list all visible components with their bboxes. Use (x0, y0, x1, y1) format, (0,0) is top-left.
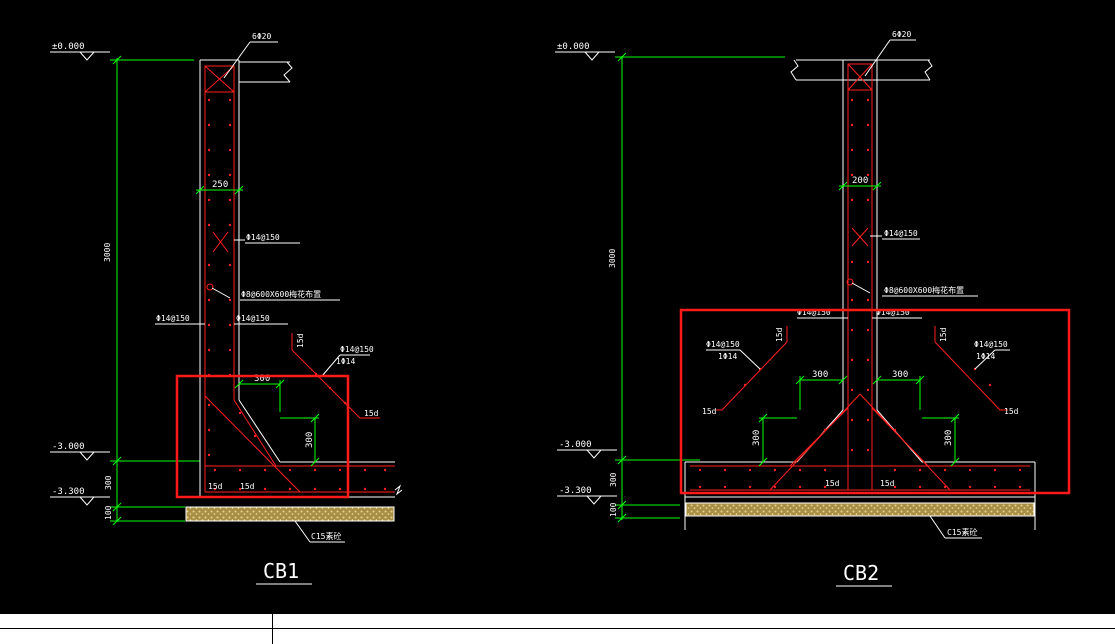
cb1-anchor-d: 15d (240, 482, 255, 491)
cb2-concrete-bed (685, 502, 1035, 517)
cb2-anchor-ll: 15d (702, 407, 717, 416)
cb1-dim-haunch (234, 379, 320, 467)
cb2-bar-slope-r: Φ14@150 (974, 340, 1008, 349)
cb1-bar-slope2: 1Φ14 (336, 357, 355, 366)
cb2-anchor-bl: 15d (825, 479, 840, 488)
cb1-dim-width (195, 185, 244, 195)
cb1-bar-tie: Φ8@600X600梅花布置 (241, 289, 321, 299)
cb2-bed-label: C15素砼 (947, 527, 977, 537)
cb2-dim-300: 300 (609, 472, 618, 487)
cb1-dim-300: 300 (104, 475, 113, 490)
cb1-dim-height: 3000 (103, 243, 112, 262)
cb2-bar-slope-r2: 1Φ14 (976, 352, 995, 361)
cb2-haunch-hr: 300 (944, 430, 954, 446)
cb1-anchor-a: 15d (296, 333, 305, 348)
cb2-highlight-box (679, 308, 1071, 495)
cb2-dim-vertical (615, 52, 785, 523)
cb2-anchor-l: 15d (775, 327, 784, 342)
status-bar (0, 614, 1115, 644)
cb1-rebar (204, 65, 395, 493)
cb1-bed-leader (294, 520, 345, 543)
cb2-width-label: 200 (852, 176, 868, 186)
cb1-bar-vert: Φ14@150 (246, 233, 280, 242)
cb2-elev-mid-label: -3.000 (559, 440, 592, 450)
cb2-dim-width (838, 181, 882, 191)
cb2-bed-leader (929, 515, 982, 539)
cb1-title: CB1 (263, 559, 299, 583)
cb1-bar-top: 6Φ20 (252, 32, 271, 41)
cb2-elevation-bot (557, 495, 617, 505)
cb2-haunch-wl: 300 (812, 370, 828, 380)
cb2-bar-slope-l2: 1Φ14 (718, 352, 737, 361)
cb1-haunch-h: 300 (305, 432, 315, 448)
cb2-bar-slope-l: Φ14@150 (706, 340, 740, 349)
cb2-anchor-r: 15d (939, 327, 948, 342)
cb2-anchor-rr: 15d (1004, 407, 1019, 416)
cb2-bar-tie: Φ8@600X600梅花布置 (884, 285, 964, 295)
cb1-highlight-box (175, 374, 350, 499)
cb2-dim-height: 3000 (608, 249, 617, 268)
cb1-rebar-dots (207, 98, 387, 491)
status-bar-separator (272, 614, 273, 644)
cb2-section: ±0.000 -3.000 -3.300 3000 300 100 (555, 30, 1071, 587)
cb1-section: ±0.000 -3.000 -3.300 3000 300 100 (50, 32, 403, 585)
cb1-bed-label: C15素砼 (311, 531, 341, 541)
cb2-anchor-br: 15d (880, 479, 895, 488)
cb2-dim-100: 100 (609, 502, 618, 517)
cb1-bar-slope: Φ14@150 (340, 345, 374, 354)
cb1-elev-mid-label: -3.000 (52, 442, 85, 452)
cb2-elevation-top (555, 51, 615, 61)
status-bar-divider (0, 628, 1115, 629)
cad-drawing-canvas[interactable]: ±0.000 -3.000 -3.300 3000 300 100 (0, 0, 1115, 614)
cb2-haunch-hl: 300 (752, 430, 762, 446)
cb2-elev-bot-label: -3.300 (559, 486, 592, 496)
cb2-rebar-dots (698, 98, 1022, 489)
cb1-dim-100: 100 (104, 505, 113, 520)
cb1-bar-left: Φ14@150 (156, 314, 190, 323)
cb2-rebar (690, 63, 1030, 491)
cb2-bar-right: Φ14@150 (876, 308, 910, 317)
cb1-width-label: 250 (212, 180, 228, 190)
cb1-haunch-w: 300 (254, 374, 270, 384)
cb2-bar-top: 6Φ20 (892, 30, 911, 39)
cb1-leaders (155, 41, 370, 377)
cb2-dim-haunch (758, 375, 960, 467)
cb1-concrete-bed (185, 506, 395, 522)
cb2-wall-outline (684, 59, 1036, 530)
cb2-bar-vert: Φ14@150 (884, 229, 918, 238)
cb2-leaders (706, 39, 1010, 370)
cb2-bar-left: Φ14@150 (797, 308, 831, 317)
cb2-title: CB2 (843, 561, 879, 585)
cb1-elev-bot-label: -3.300 (52, 487, 85, 497)
cb1-elevation-top (50, 51, 110, 61)
cb2-elevation-mid (557, 449, 617, 459)
cb1-elevation-bot (50, 496, 110, 506)
cb1-elev-top-label: ±0.000 (52, 42, 85, 52)
cb2-elev-top-label: ±0.000 (557, 42, 590, 52)
cb1-anchor-c: 15d (208, 482, 223, 491)
cb1-anchor-b: 15d (364, 409, 379, 418)
cb1-dim-vertical (110, 55, 200, 526)
cb1-elevation-mid (50, 451, 110, 461)
cb2-haunch-wr: 300 (892, 370, 908, 380)
cb1-bar-right: Φ14@150 (236, 314, 270, 323)
